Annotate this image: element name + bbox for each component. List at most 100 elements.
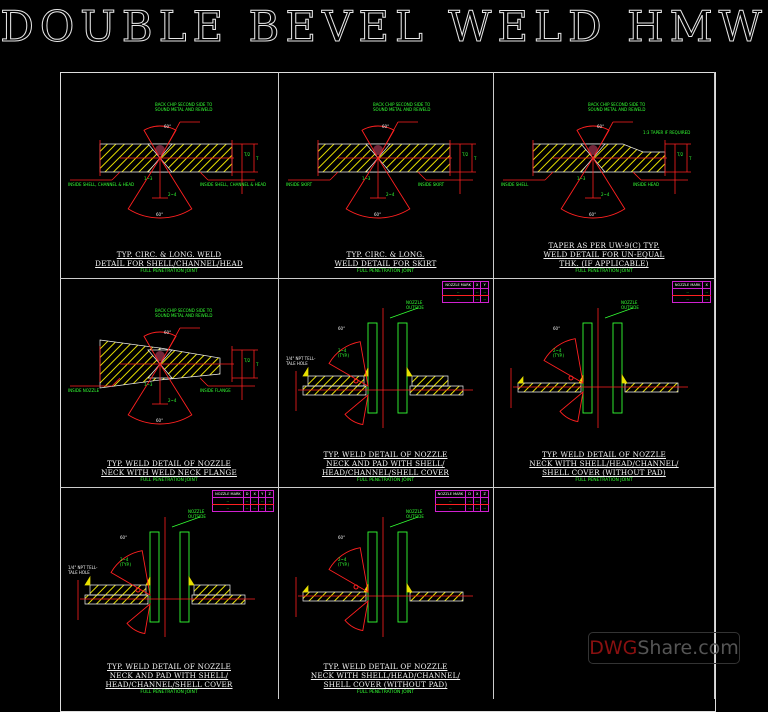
gap-label: 2~4: [120, 557, 129, 562]
weld-metal: [155, 351, 165, 361]
fillet-weld: [406, 582, 413, 593]
nozzle-wall-left: [367, 322, 378, 414]
gap-label: 2~4: [168, 398, 177, 403]
leader: [385, 121, 399, 145]
shell-plate-left: [84, 594, 149, 605]
caption-line: DETAIL FOR SHELL/CHANNEL/HEAD: [95, 259, 243, 268]
weld-detail-drawing: [503, 121, 691, 219]
table-cell: --: [465, 504, 474, 512]
angle-label-bottom: 60°: [374, 212, 382, 217]
table-row: --------: [434, 504, 489, 512]
callout-back-chip: BACK CHIP SECOND SIDE TO SOUND METAL AND…: [155, 102, 213, 112]
table-cell: --: [265, 504, 274, 512]
top-bevel-angle: [143, 125, 177, 159]
nozzle-wall-right: [397, 322, 408, 414]
leader: [171, 516, 201, 528]
grid-divider: [60, 487, 716, 488]
angle-label-bottom: 60°: [589, 212, 597, 217]
table-cell: --: [212, 497, 244, 505]
watermark: DWGShare.com: [588, 632, 740, 664]
leader: [632, 171, 642, 181]
nozzle-outside-label: NOZZLE OUTSIDE: [188, 509, 206, 519]
dim-root: 1~3: [577, 176, 586, 181]
table-cell: --: [242, 497, 252, 505]
caption-line: TYP. WELD DETAIL OF NOZZLE: [323, 662, 448, 671]
watermark-part1: DWG: [589, 637, 638, 659]
caption-line: SHELL COVER (WITHOUT PAD): [542, 468, 666, 477]
nozzle-outside-label: NOZZLE OUTSIDE: [406, 300, 424, 310]
table-cell: --: [257, 497, 267, 505]
callout-back-chip: BACK CHIP SECOND SIDE TO SOUND METAL AND…: [588, 102, 646, 112]
caption-line: NECK WITH WELD NECK FLANGE: [101, 468, 237, 477]
leader: [167, 121, 181, 145]
dim-half-t: T/2: [462, 152, 469, 157]
table-cell: --: [442, 288, 474, 296]
leader: [329, 171, 339, 181]
table-cell: --: [257, 504, 267, 512]
dim-half-t: T/2: [244, 152, 251, 157]
shell-plate-left: [517, 382, 582, 393]
left-label: INSIDE SHELL: [501, 182, 529, 187]
weld-metal: [588, 145, 598, 155]
caption-line: THK. (IF APPLICABLE): [559, 259, 649, 268]
table-cell: --: [472, 504, 482, 512]
table-header: X: [250, 490, 259, 498]
nozzle-outside-label: NOZZLE OUTSIDE: [406, 509, 424, 519]
table-cell: --: [434, 497, 467, 505]
caption-line: NECK AND PAD WITH SHELL/: [109, 671, 229, 680]
gap-label: 2~4: [601, 192, 610, 197]
tell-tale-hole: [135, 587, 141, 593]
caption-line: TYP. WELD DETAIL OF NOZZLE: [107, 459, 231, 468]
angle-label: 60°: [120, 535, 128, 540]
right-label: INSIDE FLANGE: [200, 388, 231, 393]
table-cell: --: [480, 504, 489, 512]
table-header: Y: [257, 490, 267, 498]
nozzle-wall-left: [367, 531, 378, 623]
detail-caption: TAPER AS PER UW-9(C) TYP.WELD DETAIL FOR…: [493, 241, 715, 275]
table-cell: --: [480, 497, 489, 505]
typ-label: (TYP.): [338, 353, 350, 358]
caption-line: TYP. WELD DETAIL OF NOZZLE: [323, 450, 448, 459]
table-header: D: [242, 490, 252, 498]
bottom-bevel-angle: [345, 157, 411, 219]
caption-line: TYP. CIRC. & LONG. WELD: [116, 250, 222, 259]
bevel-angle-top: [328, 547, 369, 593]
angle-label-bottom: 60°: [156, 418, 164, 423]
gap-label: 2~4: [553, 348, 562, 353]
table-header: NOZZLE MARK: [212, 490, 244, 498]
weld-detail-drawing: [295, 307, 473, 428]
nozzle-wall-right: [397, 531, 408, 623]
weld-metal: [155, 145, 165, 155]
table-header: NOZZLE MARK: [434, 490, 467, 498]
caption-line: NECK WITH SHELL/HEAD/CHANNEL/: [529, 459, 679, 468]
table-cell: --: [472, 288, 482, 296]
caption-line: NECK AND PAD WITH SHELL/: [326, 459, 445, 468]
right-label: INSIDE SKIRT: [418, 182, 445, 187]
dim-root: 1~3: [144, 382, 153, 387]
leader: [417, 171, 427, 181]
shell-plate-right: [191, 594, 246, 605]
caption-line: TYP. WELD DETAIL OF NOZZLE: [542, 450, 666, 459]
typ-label: (TYP.): [338, 562, 350, 567]
table-row: ----------: [212, 504, 274, 512]
caption-subtitle: FULL PENETRATION JOINT: [140, 269, 198, 274]
caption-subtitle: FULL PENETRATION JOINT: [575, 478, 633, 483]
caption-line: SHELL COVER (WITHOUT PAD): [323, 680, 448, 689]
shell-plate-right: [409, 591, 464, 602]
angle-label: 60°: [338, 535, 346, 540]
table-header: Z: [265, 490, 274, 498]
gap-label: 2~4: [168, 192, 177, 197]
grid-divider: [278, 72, 279, 699]
leader: [389, 516, 419, 528]
dim-t: T: [689, 156, 692, 161]
caption-line: HEAD/CHANNEL/SHELL COVER: [105, 680, 233, 689]
caption-subtitle: FULL PENETRATION JOINT: [575, 269, 633, 274]
